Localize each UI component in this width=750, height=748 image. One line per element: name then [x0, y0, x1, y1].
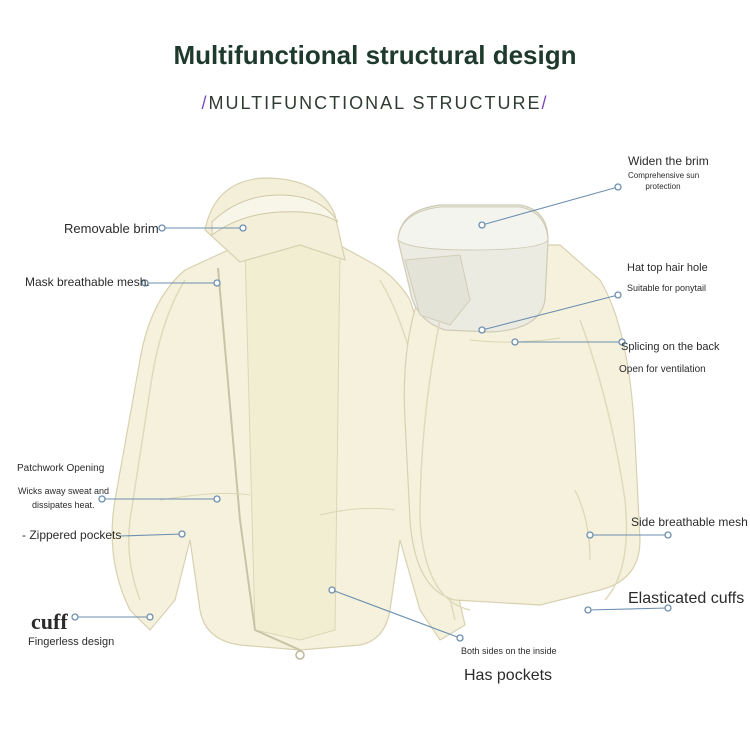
page-subtitle: /MULTIFUNCTIONAL STRUCTURE/: [0, 93, 750, 114]
subtitle-text: MULTIFUNCTIONAL STRUCTURE: [208, 93, 542, 113]
subtitle-slash-right: /: [541, 93, 549, 113]
front-jacket: [111, 177, 466, 660]
leader-lines: [75, 186, 669, 639]
callout-patchwork-opening: Patchwork Opening: [17, 463, 105, 474]
callout-widen-brim: Widen the brim: [628, 154, 709, 168]
callout-ventilation: Open for ventilation: [619, 364, 706, 375]
callout-zippered-pockets: - Zippered pockets: [22, 528, 122, 542]
callout-sun-line1: Comprehensive sun: [628, 171, 700, 180]
callout-side-mesh: Side breathable mesh: [631, 515, 748, 529]
back-jacket: [397, 204, 641, 611]
callout-sun-protection: Comprehensive sun protection: [628, 170, 700, 192]
callout-cuff: cuff: [31, 609, 68, 634]
callout-wicks-line2: dissipates heat.: [32, 500, 95, 510]
callout-hat-hole: Hat top hair hole: [627, 262, 708, 274]
callout-wicks-line1: Wicks away sweat and: [18, 486, 110, 496]
callout-elastic-cuffs: Elasticated cuffs: [628, 590, 745, 607]
callout-fingerless: Fingerless design: [28, 636, 115, 648]
callout-has-pockets: Has pockets: [464, 667, 553, 684]
subtitle-slash-left: /: [201, 93, 209, 113]
callout-ponytail: Suitable for ponytail: [627, 283, 707, 293]
page-title: Multifunctional structural design: [173, 40, 577, 70]
callout-both-sides: Both sides on the inside: [461, 646, 557, 656]
callout-mask-mesh: Mask breathable mesh.: [25, 275, 150, 289]
callout-splicing: Splicing on the back: [621, 341, 720, 353]
leader-dots: [71, 183, 672, 642]
callout-sun-line2: protection: [645, 182, 681, 191]
callout-removable-brim: Removable brim: [64, 221, 159, 236]
